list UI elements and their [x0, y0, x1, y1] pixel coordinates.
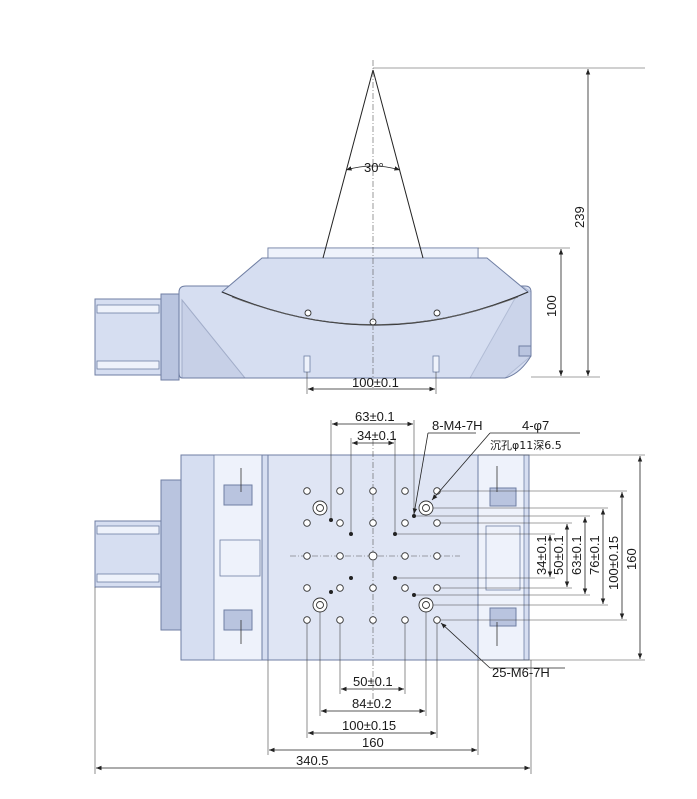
dim-84-bottom: 84±0.2 [352, 696, 392, 711]
height-239-label: 239 [572, 206, 587, 228]
counterbore-holes [312, 500, 434, 613]
dim-160-bottom: 160 [362, 735, 384, 750]
m4-holes [329, 514, 416, 597]
mount-spacing-label: 100±0.1 [352, 375, 399, 390]
dim-34-right: 34±0.1 [534, 535, 549, 575]
dim-76-right: 76±0.1 [587, 535, 602, 575]
callout-m6: 25-M6-7H [492, 665, 550, 680]
dim-100-right: 100±0.15 [606, 536, 621, 590]
callout-phi7: 4-φ7 [522, 418, 549, 433]
dim-overall-length: 340.5 [296, 753, 329, 768]
dim-50-right: 50±0.1 [551, 535, 566, 575]
top-view: 63±0.1 34±0.1 8-M4-7H 4-φ7 沉孔φ11深6.5 25-… [94, 409, 645, 774]
dim-34-top: 34±0.1 [357, 428, 397, 443]
side-view: 30° 239 100 100±0.1 [94, 60, 645, 394]
callout-counterbore: 沉孔φ11深6.5 [490, 439, 562, 452]
dim-100-bottom: 100±0.15 [342, 718, 396, 733]
dim-160-right: 160 [624, 548, 639, 570]
dim-50-bottom: 50±0.1 [353, 674, 393, 689]
angle-label: 30° [364, 160, 384, 175]
callout-m4: 8-M4-7H [432, 418, 483, 433]
dim-63-top: 63±0.1 [355, 409, 395, 424]
dim-63-right: 63±0.1 [569, 535, 584, 575]
height-100-label: 100 [544, 295, 559, 317]
